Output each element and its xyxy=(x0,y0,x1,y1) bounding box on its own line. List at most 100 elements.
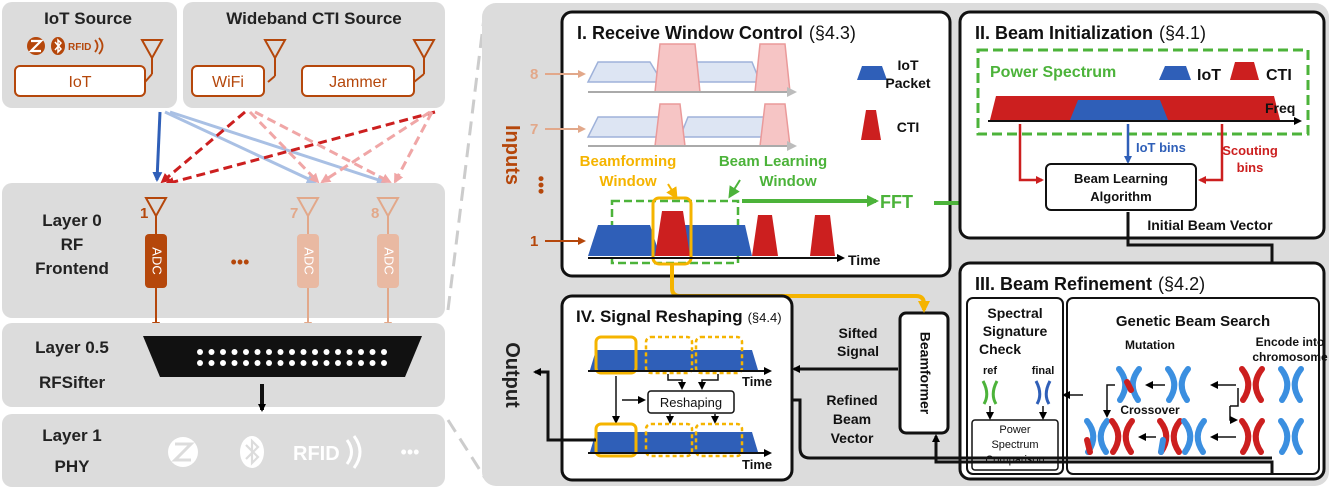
init-legend-iot xyxy=(1159,66,1191,80)
initial-beam-vector-label: Initial Beam Vector xyxy=(1147,217,1273,233)
svg-text:8: 8 xyxy=(371,205,379,222)
sifter-dot xyxy=(277,360,284,366)
sifter-dot xyxy=(300,349,307,355)
svg-text:Signature: Signature xyxy=(983,323,1048,339)
receive-window-panel: I. Receive Window Control(§4.3) 8 7 IoT … xyxy=(530,10,952,278)
layer05-subtitle: RFSifter xyxy=(39,373,106,392)
sifter-dot xyxy=(369,349,376,355)
sifter-dot xyxy=(346,360,353,366)
refine-title: III. Beam Refinement(§4.2) xyxy=(975,274,1205,294)
sifter-dot xyxy=(312,360,318,366)
layer05-title: Layer 0.5 xyxy=(35,338,109,357)
sifter-dot xyxy=(266,360,272,366)
sifted-label-1: Sifted xyxy=(839,325,878,341)
genetic-title: Genetic Beam Search xyxy=(1116,313,1270,330)
refined-vector-arrow xyxy=(775,396,1272,460)
beamformer-label: Beamformer xyxy=(917,332,933,415)
zoom-line-bottom xyxy=(446,419,487,479)
cti-source-title: Wideband CTI Source xyxy=(226,9,402,28)
signal-reshape-panel: IV. Signal Reshaping(§4.4) Time Reshapin… xyxy=(560,294,794,482)
ref-chromosome-icon xyxy=(981,380,999,405)
init-legend-cti xyxy=(1230,62,1259,80)
bluetooth-icon xyxy=(51,37,65,55)
svg-text:Check: Check xyxy=(979,341,1021,357)
svg-text:8: 8 xyxy=(530,66,538,83)
sifted-label-2: Signal xyxy=(837,343,879,359)
layer0-subtitle-2: Frontend xyxy=(35,259,109,278)
inputs-label: Inputs xyxy=(501,125,523,185)
sifter-dot xyxy=(312,349,318,355)
phy-ellipsis: ••• xyxy=(401,442,420,462)
jammer-antenna-icon xyxy=(412,39,436,83)
adc-7: ADC xyxy=(297,234,319,330)
sifter-dot xyxy=(346,349,353,355)
ref-label: ref xyxy=(983,365,997,377)
sifter-dot xyxy=(208,349,215,355)
receive-title: I. Receive Window Control(§4.3) xyxy=(577,23,856,43)
final-label: final xyxy=(1032,365,1055,377)
iot-antenna-icon xyxy=(140,39,164,83)
input-row-8: 8 xyxy=(530,43,797,97)
iot-source-title: IoT Source xyxy=(44,9,132,28)
beam-refine-panel: III. Beam Refinement(§4.2) Spectral Sign… xyxy=(958,261,1328,481)
svg-text:CTI: CTI xyxy=(1266,67,1292,84)
refined-label-2: Beam xyxy=(833,411,871,427)
sifter-dot xyxy=(358,360,364,366)
input-row-7: 7 xyxy=(530,103,797,151)
bf-window-label-1: Beamforming xyxy=(580,153,677,170)
reshaping-box xyxy=(647,390,735,414)
layer1-panel xyxy=(2,414,445,487)
sifter-dot xyxy=(231,360,238,366)
svg-text:RFID: RFID xyxy=(293,443,340,465)
sifter-dot xyxy=(254,360,261,366)
output-label: Output xyxy=(501,342,523,408)
scouting-right-arrow xyxy=(1198,124,1224,184)
rfsifter-icon xyxy=(143,336,422,377)
mutation-label: Mutation xyxy=(1125,338,1175,352)
bf-window-to-beamformer-arrow xyxy=(670,264,930,313)
phy-bluetooth-icon xyxy=(240,436,264,468)
svg-text:1: 1 xyxy=(140,205,148,222)
bl-window-pointer xyxy=(728,179,741,199)
svg-text:ADC: ADC xyxy=(382,247,397,274)
phy-zigbee-icon xyxy=(168,437,198,467)
svg-text:Packet: Packet xyxy=(885,75,930,91)
layer1-title: Layer 1 xyxy=(42,426,102,445)
wifi-antenna-icon xyxy=(263,39,287,83)
reshape-title: IV. Signal Reshaping(§4.4) xyxy=(576,307,782,326)
phy-rfid-icon: RFID xyxy=(293,435,362,469)
zoom-line-top xyxy=(446,9,487,311)
rx-antenna-8: 8 xyxy=(371,197,400,234)
sifter-dot xyxy=(289,349,295,355)
wifi-label: WiFi xyxy=(212,74,244,91)
sifter-dot xyxy=(220,360,226,366)
scouting-label-1: Scouting xyxy=(1222,143,1278,158)
svg-text:ADC: ADC xyxy=(302,247,317,274)
spectrum-plot: Freq xyxy=(988,96,1302,125)
sifter-dot xyxy=(323,360,330,366)
adc-ellipsis: ••• xyxy=(231,252,250,272)
input-row-1: 1 Time xyxy=(530,196,881,268)
layer0-title: Layer 0 xyxy=(42,211,102,230)
reshape-time-1: Time xyxy=(742,374,772,389)
iot-bins-label: IoT bins xyxy=(1136,140,1186,155)
jammer-label: Jammer xyxy=(329,74,387,91)
refined-label-1: Refined xyxy=(826,392,877,408)
receive-time-label: Time xyxy=(848,252,881,268)
sifter-dot xyxy=(369,360,376,366)
layer1-subtitle: PHY xyxy=(55,457,91,476)
layer0-panel xyxy=(2,183,445,318)
left-panel: IoT Source RFID IoT Wideband CTI Source xyxy=(2,2,445,487)
chromosome-set xyxy=(1084,366,1304,455)
init-title: II. Beam Initialization(§4.1) xyxy=(975,23,1206,43)
bf-window-label-2: Window xyxy=(599,173,657,190)
sifter-dot xyxy=(289,360,295,366)
input-ellipsis: ••• xyxy=(531,176,551,195)
svg-text:RFID: RFID xyxy=(68,42,91,53)
crossover-label: Crossover xyxy=(1120,403,1180,417)
svg-text:1: 1 xyxy=(530,233,538,250)
adc-1: ADC xyxy=(145,234,167,330)
svg-text:Spectral: Spectral xyxy=(987,305,1042,321)
bl-window-label-1: Beam Learning xyxy=(719,153,827,170)
